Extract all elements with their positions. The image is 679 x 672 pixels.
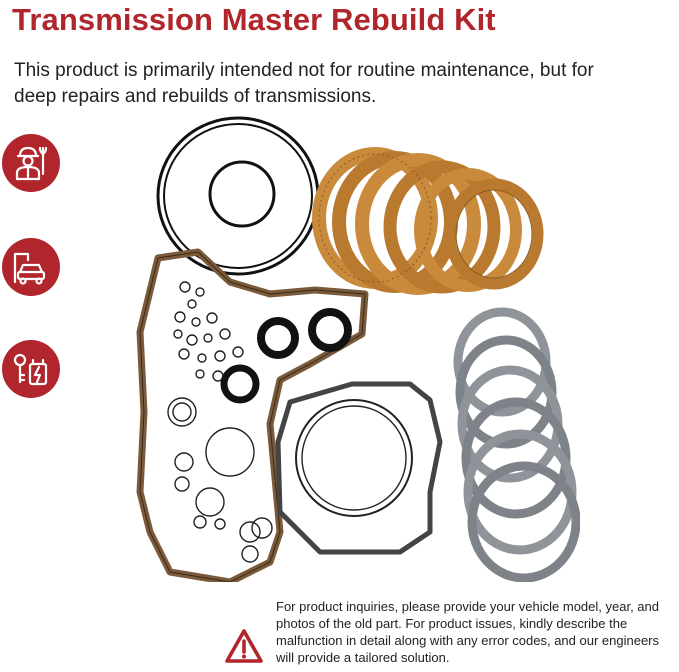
- valve-body-gasket: [275, 381, 443, 555]
- large-o-ring: [156, 116, 320, 276]
- mechanic-badge: [2, 134, 60, 192]
- key-charger-badge: [2, 340, 60, 398]
- oil-seals: [220, 308, 352, 404]
- friction-plates: [312, 147, 544, 295]
- large-o-ring-inner: [163, 123, 313, 269]
- warning-triangle-icon: [225, 629, 263, 663]
- mechanic-icon: [15, 146, 48, 181]
- key-charger-icon: [13, 353, 48, 386]
- steel-plates: [453, 307, 580, 582]
- car-lift-icon: [13, 252, 46, 285]
- support-notice: For product inquiries, please provide yo…: [276, 599, 660, 665]
- small-o-ring: [208, 160, 276, 228]
- small-o-rings: [167, 281, 273, 563]
- intro-text: This product is primarily intended not f…: [14, 60, 594, 107]
- page-title: Transmission Master Rebuild Kit: [12, 2, 496, 37]
- car-lift-badge: [2, 238, 60, 296]
- transmission-kit-image: [136, 116, 580, 582]
